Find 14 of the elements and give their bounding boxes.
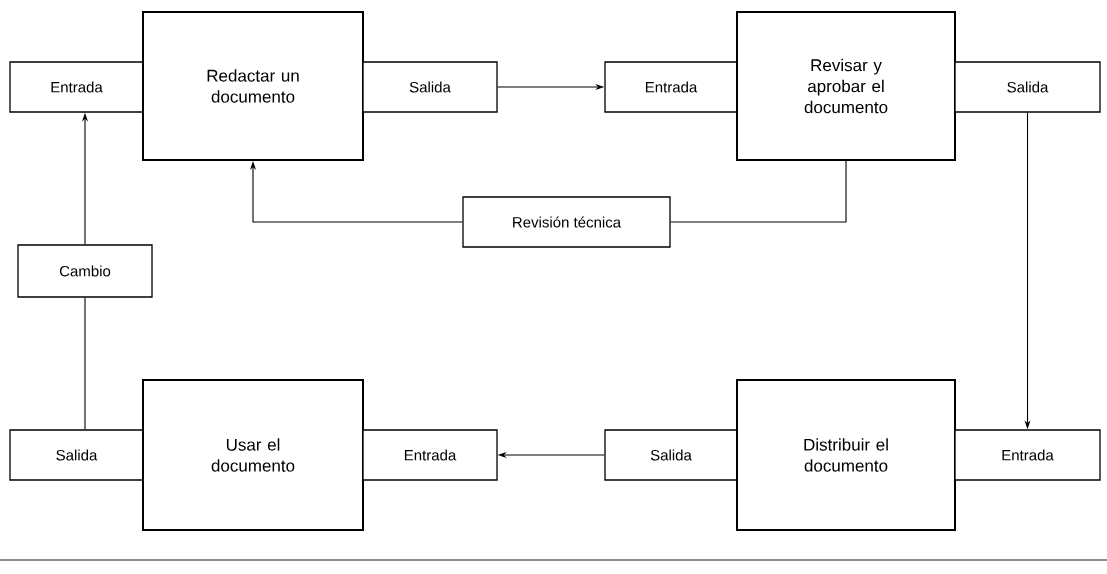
process-box: Usar el documento (142, 379, 364, 531)
label-box: Revisión técnica (462, 196, 671, 248)
label-box: Salida (604, 429, 738, 481)
process-box: Redactar un documento (142, 11, 364, 161)
label-box: Entrada (604, 61, 738, 113)
label-box: Entrada (9, 61, 144, 113)
process-box: Revisar y aprobar el documento (736, 11, 956, 161)
process-box: Distribuir el documento (736, 379, 956, 531)
label-box: Entrada (362, 429, 498, 481)
label-box: Salida (362, 61, 498, 113)
label-box: Salida (954, 61, 1101, 113)
label-box: Cambio (17, 244, 153, 298)
label-box: Salida (9, 429, 144, 481)
label-box: Entrada (954, 429, 1101, 481)
